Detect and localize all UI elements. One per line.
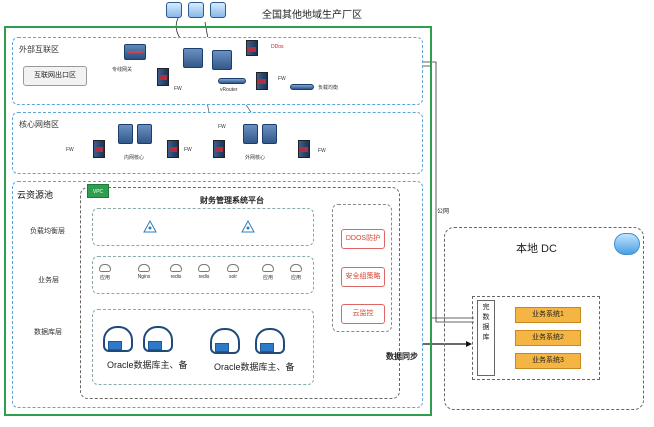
platform-title: 财务管理系统平台: [200, 196, 264, 205]
service-item: redis: [165, 264, 187, 280]
load-balancer-icon: [241, 220, 255, 233]
cloud-icon: [227, 264, 239, 272]
firewall-icon: [213, 140, 225, 158]
local-dc-title: 本地 DC: [516, 243, 557, 255]
cloud-icon: [290, 264, 302, 272]
ddos-label: DDos: [271, 44, 284, 50]
core-external-label: 外网核心: [245, 155, 266, 161]
cloud-icon: [198, 264, 210, 272]
cloud-icon: [170, 264, 182, 272]
zone-pool-title: 云资源池: [17, 190, 54, 200]
biz-layer-row: [92, 256, 314, 294]
service-item: redis: [193, 264, 215, 280]
zone-core-title: 核心网络区: [19, 120, 59, 129]
public-network-label: 公网: [437, 209, 450, 215]
router-icon: [212, 50, 232, 70]
firewall-icon: [93, 140, 105, 158]
core-switch-icon: [118, 124, 133, 144]
service-item: 应用: [285, 264, 307, 281]
layer-biz-label: 业务层: [38, 277, 59, 284]
service-item: Nginx: [133, 264, 155, 280]
business-system-item: 业务系统3: [515, 353, 581, 369]
cloud-icon: [614, 233, 640, 255]
cloud-monitor-item: 云监控: [341, 304, 385, 324]
business-system-item: 业务系统2: [515, 330, 581, 346]
service-item: solr: [222, 264, 244, 280]
fw-label: FW: [66, 147, 74, 153]
cloud-outer-frame: [4, 26, 432, 416]
core-switch-icon: [137, 124, 152, 144]
internet-exit-box: 互联网出口区: [23, 66, 87, 86]
firewall-icon: [298, 140, 310, 158]
core-switch-icon: [262, 124, 277, 144]
load-balancer-icon: [143, 220, 157, 233]
db-label: Oracle数据库主、备: [214, 362, 295, 372]
site-icon: [188, 2, 204, 18]
zone-internet-title: 外部互联区: [19, 45, 59, 54]
firewall-icon: [167, 140, 179, 158]
db-label: Oracle数据库主、备: [107, 360, 188, 370]
vrouter-icon: [218, 78, 246, 84]
database-server-icon: [108, 341, 122, 350]
layer-db-label: 数据库层: [34, 329, 62, 336]
core-internal-label: 内网核心: [124, 155, 145, 161]
finance-platform-box: [80, 187, 400, 399]
service-item: 应用: [94, 264, 116, 281]
site-icon: [166, 2, 182, 18]
layer-lb-label: 负载均衡层: [30, 228, 65, 235]
local-database-box: 完 数据库: [477, 300, 495, 376]
fw-label: FW: [278, 76, 286, 82]
cloud-icon: [99, 264, 111, 272]
zone-core: 核心网络区: [12, 112, 423, 174]
ddos-protection-item: DDOS防护: [341, 229, 385, 249]
database-server-icon: [215, 343, 229, 352]
firewall-icon: [256, 72, 268, 90]
diagram-title: 全国其他地域生产厂区: [262, 10, 362, 21]
fw-label: FW: [184, 147, 192, 153]
fw-label: FW: [174, 86, 182, 92]
lb-layer-row: [92, 208, 314, 246]
ddos-device-icon: [246, 40, 258, 56]
security-services-box: DDOS防护 安全组策略 云监控: [332, 204, 392, 332]
database-server-icon: [260, 343, 274, 352]
router-icon: [183, 48, 203, 68]
vpc-badge: VPC: [87, 184, 109, 198]
fw-label: FW: [318, 148, 326, 154]
cloud-icon: [138, 264, 150, 272]
cloud-icon: [262, 264, 274, 272]
site-icon: [210, 2, 226, 18]
core-switch-icon: [243, 124, 258, 144]
load-balancer-icon: [290, 84, 314, 90]
gateway-icon: [124, 44, 146, 60]
database-server-icon: [148, 341, 162, 350]
vrouter-label: vRouter: [220, 87, 238, 93]
gateway-label: 专线网关: [112, 67, 133, 73]
zone-internet: 外部互联区 互联网出口区: [12, 37, 423, 105]
local-dc-box: [444, 227, 644, 410]
data-sync-label: 数据同步: [386, 352, 418, 361]
service-item: 应用: [257, 264, 279, 281]
firewall-icon: [157, 68, 169, 86]
fw-label: FW: [218, 124, 226, 130]
security-group-item: 安全组策略: [341, 267, 385, 287]
business-system-item: 业务系统1: [515, 307, 581, 323]
local-dc-inner-box: [472, 296, 600, 380]
lb-device-label: 负载均衡: [318, 85, 339, 91]
